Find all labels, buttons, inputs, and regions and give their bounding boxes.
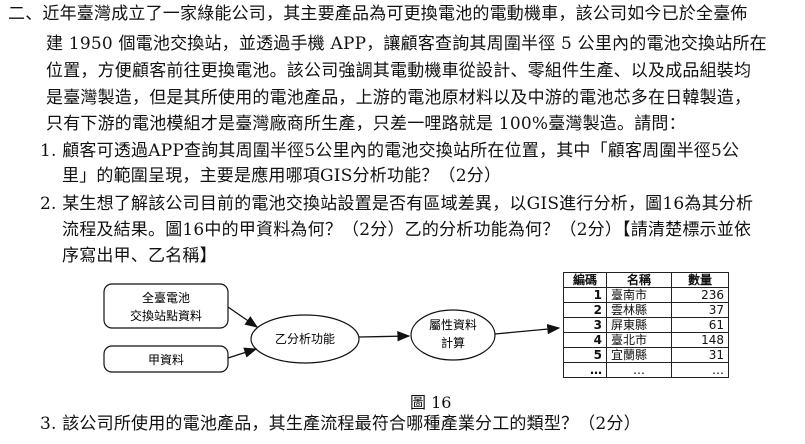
cell-count: 236 bbox=[671, 287, 729, 303]
question-line-3: 位置，方便顧客前往更換電池。該公司強調其電動機車從設計、零組件生產、以及成品組裝… bbox=[46, 61, 752, 81]
subquestion-1-line-2: 里」的範圍呈現，主要是應用哪項GIS分析功能？（2分） bbox=[62, 166, 502, 186]
station-data-box bbox=[103, 283, 229, 329]
header-code: 編碼 bbox=[563, 272, 607, 288]
cell-count: 31 bbox=[671, 347, 729, 363]
arrow-analysis-to-calc bbox=[358, 331, 411, 342]
table-row: 5 宜蘭縣 31 bbox=[563, 347, 729, 363]
question-line-5: 只有下游的電池模組才是臺灣廠商所生產，只差一哩路就是 100%臺灣製造。請問： bbox=[46, 114, 686, 134]
attribute-calc-label-1: 屬性資料 bbox=[429, 318, 477, 332]
cell-name: 臺北市 bbox=[606, 332, 672, 348]
cell-code: 4 bbox=[563, 332, 607, 348]
cell-name: 屏東縣 bbox=[606, 317, 672, 333]
figure-caption: 圖 16 bbox=[410, 393, 452, 412]
cell-count: 148 bbox=[671, 332, 729, 348]
table-row: 4 臺北市 148 bbox=[563, 332, 729, 348]
table-row: 3 屏東縣 61 bbox=[563, 317, 729, 333]
data-jia-label: 甲資料 bbox=[148, 353, 184, 367]
cell-count: 37 bbox=[671, 302, 729, 318]
header-name: 名稱 bbox=[606, 272, 672, 288]
cell-code: 1 bbox=[563, 287, 607, 303]
cell-name: … bbox=[606, 362, 672, 378]
question-line-2: 建 1950 個電池交換站，並透過手機 APP，讓顧客查詢其周圍半徑 5 公里內… bbox=[46, 34, 767, 54]
cell-code: 2 bbox=[563, 302, 607, 318]
subquestion-3: 3. 該公司所使用的電池產品，其生產流程最符合哪種產業分工的類型？（2分） bbox=[40, 414, 641, 434]
cell-code: 3 bbox=[563, 317, 607, 333]
question-line-4: 是臺灣製造，但是其所使用的電池產品，上游的電池原材料以及中游的電池芯多在日韓製造… bbox=[46, 88, 752, 108]
subquestion-1-line-1: 1. 顧客可透過APP查詢其周圍半徑5公里內的電池交換站所在位置，其中「顧客周圍… bbox=[40, 141, 740, 161]
arrow-calc-to-table bbox=[494, 323, 561, 335]
station-data-label-2: 交換站點資料 bbox=[130, 308, 202, 323]
arrow-jia-to-analysis bbox=[227, 347, 258, 359]
attribute-calc-label-2: 計算 bbox=[441, 335, 465, 350]
subquestion-2-line-3: 序寫出甲、乙名稱】 bbox=[62, 246, 217, 266]
data-jia-box bbox=[103, 345, 229, 373]
question-line-1: 二、近年臺灣成立了一家綠能公司，其主要產品為可更換電池的電動機車，該公司如今已於… bbox=[8, 4, 748, 24]
cell-name: 宜蘭縣 bbox=[606, 347, 672, 363]
cell-name: 臺南市 bbox=[606, 287, 672, 303]
result-table: 編碼 名稱 數量 1 臺南市 236 2 雲林縣 37 3 屏東縣 61 4 臺… bbox=[563, 272, 729, 378]
station-data-label-1: 全臺電池 bbox=[142, 290, 190, 305]
analysis-yi-label: 乙分析功能 bbox=[275, 332, 335, 346]
attribute-calc-ellipse bbox=[410, 309, 496, 361]
subquestion-2-line-1: 2. 某生想了解該公司目前的電池交換站設置是否有區域差異，以GIS進行分析，圖1… bbox=[40, 194, 754, 214]
cell-name: 雲林縣 bbox=[606, 302, 672, 318]
analysis-yi-ellipse bbox=[250, 314, 360, 364]
table-row: 1 臺南市 236 bbox=[563, 287, 729, 303]
cell-code: … bbox=[563, 362, 607, 378]
cell-count: 61 bbox=[671, 317, 729, 333]
table-row: … … … bbox=[563, 362, 729, 378]
table-row: 2 雲林縣 37 bbox=[563, 302, 729, 318]
header-count: 數量 bbox=[671, 272, 729, 288]
cell-code: 5 bbox=[563, 347, 607, 363]
arrow-station-to-analysis bbox=[227, 306, 259, 328]
cell-count: … bbox=[671, 362, 729, 378]
subquestion-2-line-2: 流程及結果。圖16中的甲資料為何？（2分）乙的分析功能為何？（2分）【請清楚標示… bbox=[62, 220, 752, 240]
table-header-row: 編碼 名稱 數量 bbox=[563, 272, 729, 288]
